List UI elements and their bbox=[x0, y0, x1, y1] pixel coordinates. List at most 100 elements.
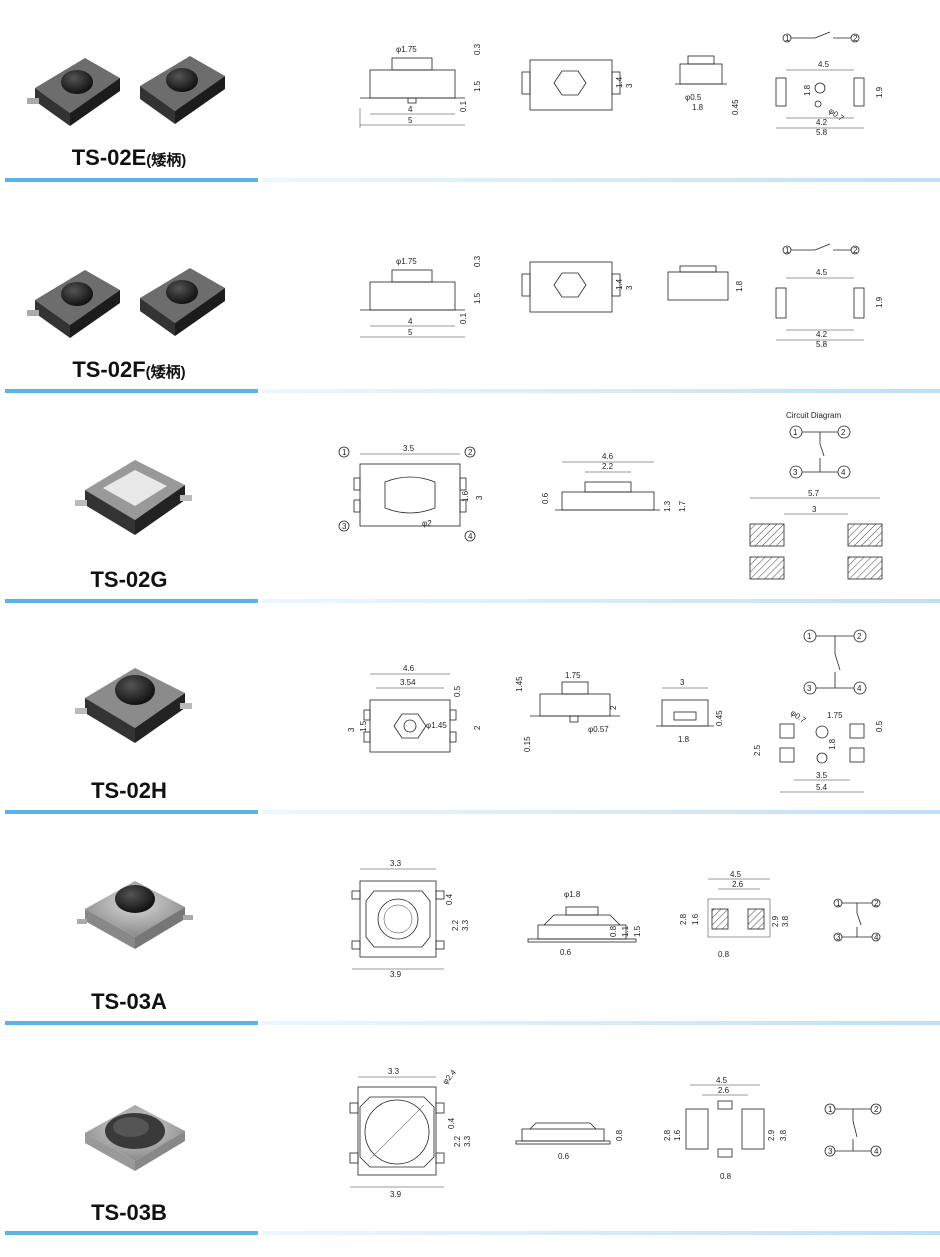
footprint-drawing: φ0.7 1.75 0.5 2.5 1.8 3.5 5.4 bbox=[753, 708, 884, 793]
dim-label: 3.5 bbox=[816, 771, 828, 780]
dim-label: 1.9 bbox=[875, 86, 884, 98]
divider-bar bbox=[5, 599, 258, 603]
dim-label: 5.4 bbox=[816, 783, 828, 792]
dim-label: 3.3 bbox=[390, 859, 402, 868]
model-name: TS-02F(矮柄) bbox=[72, 357, 186, 382]
circuit-diagram: 1 2 3 4 bbox=[803, 629, 867, 695]
pin-label: 2 bbox=[857, 632, 862, 641]
dim-label: 2 bbox=[609, 705, 618, 710]
dim-label: 2 bbox=[473, 725, 482, 730]
dim-label: 1.5 bbox=[359, 720, 368, 732]
side-view-drawing: φ1.75 0.3 1.5 0.1 4 5 bbox=[360, 255, 482, 338]
divider-gradient bbox=[262, 389, 940, 393]
dim-label: φ1.75 bbox=[396, 257, 417, 266]
model-name: TS-02H bbox=[91, 778, 167, 803]
dim-label: 3.8 bbox=[779, 1129, 788, 1141]
dim-label: 0.4 bbox=[445, 893, 454, 905]
pin-label: 1 bbox=[785, 34, 790, 43]
dim-label: 2.8 bbox=[663, 1129, 672, 1141]
pin-label: 4 bbox=[468, 532, 473, 541]
product-photo bbox=[77, 881, 193, 949]
dim-label: 0.6 bbox=[558, 1152, 570, 1161]
dim-label: 3 bbox=[812, 505, 817, 514]
dim-label: 4.5 bbox=[730, 870, 742, 879]
divider-bar bbox=[5, 810, 258, 814]
product-row-ts02h: TS-02H 4.6 3.54 0.5 3 1.5 φ1.45 2 1.45 1… bbox=[0, 622, 940, 834]
pin-label: 3 bbox=[836, 933, 841, 942]
divider-gradient bbox=[262, 178, 940, 182]
dim-label: 3.3 bbox=[388, 1067, 400, 1076]
dim-label: 1.45 bbox=[515, 676, 524, 692]
divider-bar bbox=[5, 389, 258, 393]
top-view-drawing: 4.6 3.54 0.5 3 1.5 φ1.45 2 bbox=[347, 664, 482, 753]
product-photo bbox=[27, 268, 225, 338]
dim-label: 2.8 bbox=[679, 913, 688, 925]
dim-label: 1.1 bbox=[621, 925, 630, 937]
product-row-ts02f: TS-02F(矮柄) φ1.75 0.3 1.5 0.1 4 5 1.4 3 1… bbox=[0, 212, 940, 424]
dim-label: 2.6 bbox=[718, 1086, 730, 1095]
pin-label: 1 bbox=[836, 899, 841, 908]
top-view-drawing: 1.4 3 bbox=[521, 261, 634, 313]
end-view-drawing: 3 0.45 1.8 bbox=[656, 678, 724, 744]
dim-label: 1.5 bbox=[473, 80, 482, 92]
dim-label: 0.8 bbox=[720, 1172, 732, 1181]
dimension-drawings: φ1.75 0.3 1.5 0.1 4 5 1.4 3 φ0.5 1.8 0.4… bbox=[359, 31, 884, 137]
pin-label: 4 bbox=[874, 1147, 879, 1156]
dim-label: φ1.8 bbox=[564, 890, 581, 899]
dim-label: 4 bbox=[408, 105, 413, 114]
dim-label: 2.2 bbox=[602, 462, 614, 471]
dimension-drawings: 3.3 0.4 2.2 3.3 3.9 φ1.8 0.8 1.1 1.5 0.6… bbox=[351, 859, 881, 979]
dim-label: φ0.5 bbox=[685, 93, 702, 102]
pin-label: 4 bbox=[857, 684, 862, 693]
dim-label: 3 bbox=[475, 495, 484, 500]
dimension-drawings: φ1.75 0.3 1.5 0.1 4 5 1.4 3 1.8 1 2 4.5 bbox=[360, 243, 884, 349]
pin-label: 1 bbox=[785, 246, 790, 255]
dim-label: 0.8 bbox=[615, 1129, 624, 1141]
model-name: TS-03B bbox=[91, 1200, 167, 1225]
dim-label: 0.5 bbox=[875, 720, 884, 732]
product-photo bbox=[75, 460, 192, 535]
pin-label: 3 bbox=[342, 522, 347, 531]
divider-bar bbox=[5, 178, 258, 182]
dim-label: 1.4 bbox=[615, 278, 624, 290]
dim-label: 5 bbox=[408, 116, 413, 125]
side-view-drawing: 4.6 2.2 0.6 1.3 1.7 bbox=[541, 452, 687, 512]
dim-label: 1.8 bbox=[803, 84, 812, 96]
divider-gradient bbox=[262, 810, 940, 814]
dim-label: 3 bbox=[680, 678, 685, 687]
divider-bar bbox=[5, 1021, 258, 1025]
side-view-drawing: 1.45 1.75 2 0.15 φ0.57 bbox=[515, 671, 620, 752]
dim-label: 2.9 bbox=[767, 1129, 776, 1141]
top-view-drawing: 1.4 3 bbox=[521, 59, 634, 111]
pin-label: 4 bbox=[841, 468, 846, 477]
pin-label: 2 bbox=[853, 246, 858, 255]
dim-label: 0.3 bbox=[473, 255, 482, 267]
pin-label: 2 bbox=[874, 1105, 879, 1114]
circuit-diagram: Circuit Diagram 1 2 3 4 bbox=[786, 412, 851, 479]
dim-label: φ0.7 bbox=[789, 708, 808, 725]
dim-label: 4.6 bbox=[602, 452, 614, 461]
dim-label: 0.8 bbox=[609, 925, 618, 937]
footprint-drawing: 4.5 2.6 2.8 1.6 2.9 3.8 0.8 bbox=[663, 1076, 788, 1181]
dim-label: 1.9 bbox=[875, 296, 884, 308]
side-view-drawing: φ1.8 0.8 1.1 1.5 0.6 bbox=[527, 890, 642, 957]
dim-label: 0.8 bbox=[718, 950, 730, 959]
pin-label: 2 bbox=[874, 899, 879, 908]
dim-label: 2.2 bbox=[453, 1135, 462, 1147]
footprint-drawing: 4.5 2.6 2.8 1.6 2.9 3.8 0.8 bbox=[679, 870, 790, 959]
dim-label: 0.45 bbox=[715, 710, 724, 726]
dim-label: 1.6 bbox=[461, 490, 470, 502]
pin-label: 1 bbox=[793, 428, 798, 437]
dim-label: 1.5 bbox=[633, 925, 642, 937]
dim-label: 1.4 bbox=[615, 76, 624, 88]
dimension-drawings: 3.3 φ2.4 0.4 2.2 3.3 3.9 0.8 0.6 4.5 2.6… bbox=[349, 1067, 882, 1199]
dim-label: 3 bbox=[347, 727, 356, 732]
top-view-drawing: 3.3 0.4 2.2 3.3 3.9 bbox=[351, 859, 470, 979]
circuit-title: Circuit Diagram bbox=[786, 412, 841, 420]
model-name: TS-02G bbox=[90, 567, 168, 592]
pin-label: 1 bbox=[342, 448, 347, 457]
dim-label: 0.6 bbox=[560, 948, 572, 957]
dim-label: 3.54 bbox=[400, 678, 416, 687]
pin-label: 3 bbox=[793, 468, 798, 477]
dim-label: 5 bbox=[408, 328, 413, 337]
